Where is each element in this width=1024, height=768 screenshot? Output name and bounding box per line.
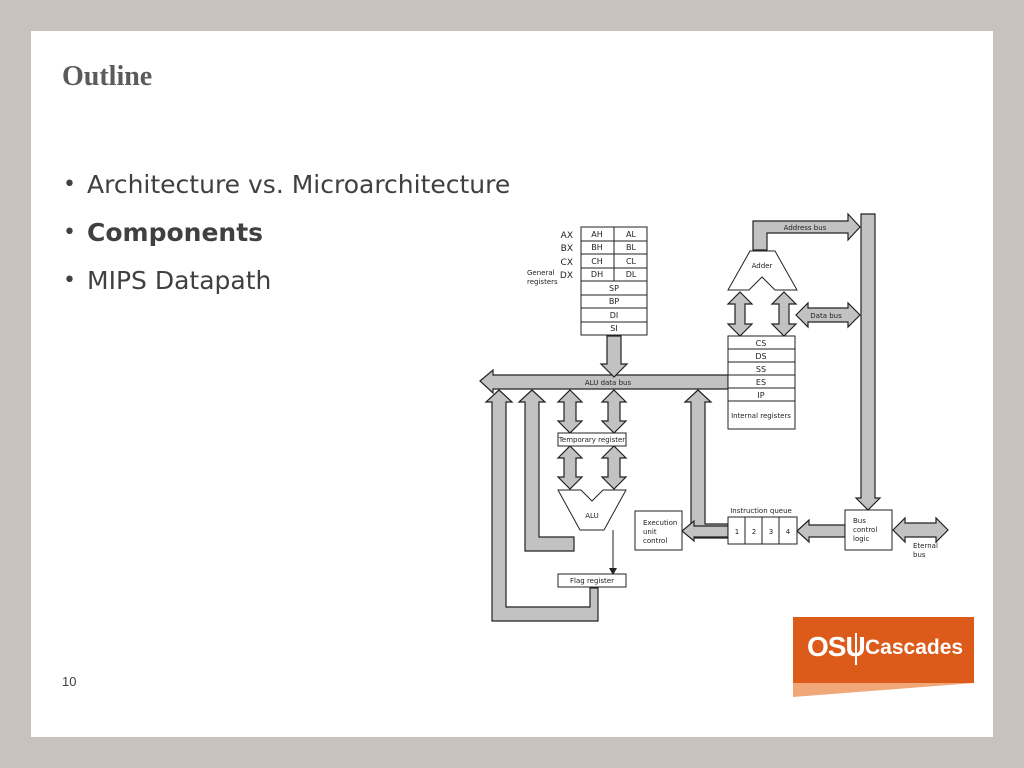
reg-name: CX (561, 258, 573, 268)
reg-name: BX (561, 244, 573, 254)
execution-unit-label: control (643, 537, 667, 545)
bus-control-to-queue-arrow (796, 518, 846, 544)
bullet-item: • Architecture vs. Microarchitecture (63, 161, 510, 209)
logo-cascades-text: Cascades (865, 636, 964, 659)
external-bus-arrow (892, 516, 949, 544)
bus-temp-arrow-1 (556, 389, 584, 434)
reg-low: BL (626, 243, 636, 252)
instruction-queue: Instruction queue 1 2 3 4 (727, 507, 798, 545)
register-to-bus-arrow (599, 335, 629, 378)
execution-unit-label: Execution (643, 519, 677, 527)
reg-high: AH (591, 230, 603, 239)
slide-title: Outline (62, 61, 153, 92)
reg-low: DL (626, 270, 637, 279)
bus-control-label: control (853, 526, 877, 534)
queue-slot: 1 (735, 528, 739, 536)
segment-registers: CS DS SS ES IP Internal registers (727, 335, 796, 430)
queue-to-bus-arrow (683, 389, 729, 539)
external-bus-label: Eternal (913, 542, 938, 550)
queue-slot: 4 (786, 528, 791, 536)
bus-temp-arrow-2 (600, 389, 628, 434)
bullet-list: • Architecture vs. Microarchitecture • Com… (63, 161, 510, 305)
segment-reg: IP (757, 391, 764, 400)
alu-block (557, 489, 627, 531)
reg-name: DX (560, 271, 573, 281)
reg-high: CH (591, 257, 603, 266)
temporary-register-label: Temporary register (558, 436, 625, 444)
segment-reg: DS (755, 352, 766, 361)
alu-data-bus-label: ALU data bus (585, 379, 632, 387)
osu-cascades-logo: OSU Cascades (793, 617, 974, 697)
reg-high: DH (591, 270, 603, 279)
internal-registers-label: Internal registers (731, 412, 791, 420)
bullet-text: MIPS Datapath (87, 266, 272, 295)
reg-name: AX (561, 231, 573, 241)
logo-divider (855, 633, 857, 665)
general-registers: AH BH CH DH AL BL CL DL SP BP DI SI AX B… (527, 226, 648, 336)
reg-pointer: BP (609, 297, 619, 306)
address-bus-down-arrow (854, 213, 882, 511)
flag-register-loop (484, 389, 599, 622)
reg-pointer: SI (610, 324, 617, 333)
bus-control-label: Bus (853, 517, 866, 525)
temporary-register (557, 432, 627, 447)
reg-pointer: DI (610, 311, 619, 320)
bullet-item: • Components (63, 209, 510, 257)
logo-background (793, 617, 974, 683)
execution-unit-label: unit (643, 528, 657, 536)
general-registers-label: registers (527, 278, 558, 286)
adder-cs-arrow-right (770, 291, 798, 337)
temp-alu-arrow-1 (556, 445, 584, 490)
bullet-dot: • (63, 268, 76, 293)
instruction-queue-label: Instruction queue (730, 507, 792, 515)
address-bus-arrow (752, 212, 861, 251)
external-bus-label: bus (913, 551, 926, 559)
bullet-item: • MIPS Datapath (63, 257, 510, 305)
reg-low: CL (626, 257, 637, 266)
segment-reg: ES (756, 378, 766, 387)
bullet-dot: • (63, 220, 76, 245)
adder-block (727, 250, 798, 291)
reg-low: AL (626, 230, 636, 239)
adder-label: Adder (752, 262, 773, 270)
alu-label: ALU (585, 512, 598, 520)
reg-high: BH (591, 243, 603, 252)
temp-alu-arrow-2 (600, 445, 628, 490)
adder-cs-arrow-left (726, 291, 754, 337)
address-bus-label: Address bus (784, 224, 827, 232)
bus-control-label: logic (853, 535, 870, 543)
alu-output-loop (517, 389, 575, 552)
bullet-text: Architecture vs. Microarchitecture (87, 170, 511, 199)
logo-shadow (793, 683, 974, 697)
bus-control-logic (844, 509, 893, 551)
flag-register-label: Flag register (570, 577, 614, 585)
general-registers-label: General (527, 269, 555, 277)
data-bus-arrow (795, 301, 861, 329)
bullet-dot: • (63, 172, 76, 197)
page-number: 10 (62, 674, 77, 689)
reg-pointer: SP (609, 284, 619, 293)
bullet-text: Components (87, 218, 264, 247)
alu-flag-arrowhead (609, 568, 617, 575)
segment-reg: SS (756, 365, 766, 374)
data-bus-label: Data bus (810, 312, 842, 320)
execution-unit-control (634, 510, 683, 551)
flag-register (557, 573, 627, 588)
segment-reg: CS (756, 339, 767, 348)
queue-slot: 3 (769, 528, 773, 536)
queue-slot: 2 (752, 528, 756, 536)
